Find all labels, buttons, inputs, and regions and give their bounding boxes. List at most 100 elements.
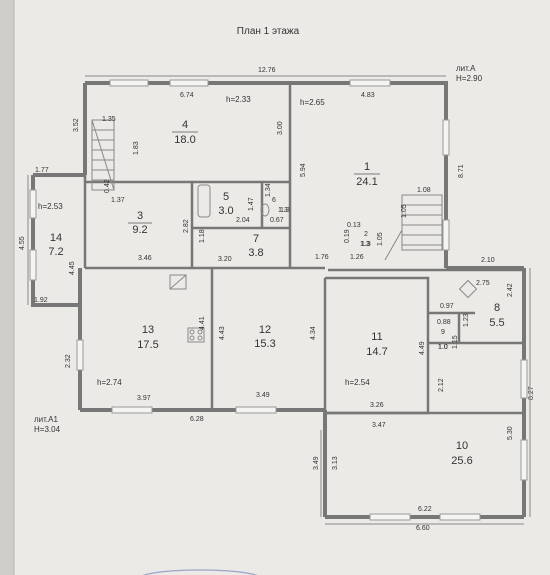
dimension-labels: 12.76 6.74 4.83 3.52 1.35 1.83 3.00 5.94…: [19, 67, 535, 532]
dim-label: 4.55: [19, 236, 26, 250]
room-3-area: 9.2: [132, 224, 147, 236]
stairs-room-1: [384, 194, 443, 261]
room-12-number: 12: [259, 324, 271, 336]
dim-label: 1.35: [102, 116, 116, 123]
room-2-number: 2: [364, 231, 368, 238]
room-4-number: 4: [182, 119, 188, 131]
lit-a-label: лит.А: [456, 64, 476, 73]
dim-label: 3.49: [256, 392, 270, 399]
dim-label: 3.26: [370, 402, 384, 409]
room-9-number: 9: [441, 329, 445, 336]
dim-label: 1.05: [401, 204, 408, 218]
dim-label: 1.92: [34, 297, 48, 304]
windows: [29, 79, 528, 521]
dim-label: 1.34: [265, 183, 272, 197]
room-10-number: 10: [456, 440, 468, 452]
dim-label: 1.37: [111, 197, 125, 204]
plan-title: План 1 этажа: [237, 26, 300, 37]
boiler-room-8: [458, 279, 478, 299]
bathtub: [197, 184, 211, 218]
room-13-height: h=2.74: [97, 378, 122, 387]
dim-label: 4.83: [361, 92, 375, 99]
dim-label: 8.27: [528, 386, 535, 400]
dim-label: 5.30: [507, 426, 514, 440]
dim-label: 1.76: [315, 254, 329, 261]
dim-label: 1.3: [361, 241, 371, 248]
dim-label: 3.97: [137, 395, 151, 402]
dim-label: 3.20: [218, 256, 232, 263]
room-2-area: 1.3: [360, 241, 370, 248]
room-3-number: 3: [137, 210, 143, 222]
room-7-number: 7: [253, 233, 259, 245]
dim-label: 1.3: [280, 207, 290, 214]
dim-label: 3.46: [138, 255, 152, 262]
toilet: [260, 203, 270, 217]
room-14-number: 14: [50, 232, 62, 244]
room-6-area: 1.3: [278, 207, 288, 214]
dim-label: 4.43: [219, 326, 226, 340]
room-11-height: h=2.54: [345, 378, 370, 387]
room-8-number: 8: [494, 302, 500, 314]
dim-label: 0.67: [270, 217, 284, 224]
dim-label: 3.13: [332, 456, 339, 470]
dim-label: 6.60: [416, 525, 430, 532]
dim-label: 6.74: [180, 92, 194, 99]
dim-label: 1.77: [35, 167, 49, 174]
binder-edge: [0, 0, 14, 575]
dim-label: 1.83: [133, 141, 140, 155]
room-14-area: 7.2: [48, 246, 63, 258]
room-5-area: 3.0: [218, 205, 233, 217]
dim-label: 3.49: [313, 456, 320, 470]
dim-label: 8.71: [458, 164, 465, 178]
lit-a-height: H=2.90: [456, 74, 483, 83]
room-4-area: 18.0: [174, 134, 195, 146]
dim-label: 1.0: [438, 344, 448, 351]
room-1-area: 24.1: [356, 176, 377, 188]
dim-label: 2.75: [476, 280, 490, 287]
dim-label: 6.22: [418, 506, 432, 513]
dim-label: 3.52: [73, 118, 80, 132]
room-13-area: 17.5: [137, 339, 158, 351]
room-10-area: 25.6: [451, 455, 472, 467]
dim-label: 4.34: [310, 326, 317, 340]
dim-label: 1.18: [199, 229, 206, 243]
dim-label: 4.45: [69, 261, 76, 275]
dim-label: 0.42: [104, 179, 111, 193]
dim-label: 0.13: [347, 222, 361, 229]
stairs-room-4: [91, 119, 115, 191]
walls: [31, 81, 526, 519]
dim-label: 2.82: [183, 219, 190, 233]
lit-a1-height: H=3.04: [34, 425, 61, 434]
room-6-number: 6: [272, 197, 276, 204]
dim-label: 1.26: [350, 254, 364, 261]
room-8-area: 5.5: [489, 317, 504, 329]
dim-label: 1.15: [452, 335, 459, 349]
dim-label: 2.32: [65, 354, 72, 368]
dim-label: 1.47: [248, 197, 255, 211]
dim-label: 0.19: [344, 229, 351, 243]
room-4-height: h=2.33: [226, 95, 251, 104]
dim-label: 5.94: [300, 163, 307, 177]
dim-label: 1.23: [463, 313, 470, 327]
room-13-number: 13: [142, 324, 154, 336]
room-9-area: 1.0: [438, 344, 448, 351]
dim-label: 1.08: [417, 187, 431, 194]
room-5-number: 5: [223, 191, 229, 203]
dim-label: 6.28: [190, 416, 204, 423]
room-1-height: h=2.65: [300, 98, 325, 107]
room-14-height: h=2.53: [38, 202, 63, 211]
room-1-number: 1: [364, 161, 370, 173]
dim-label: 2.10: [481, 257, 495, 264]
boiler: [169, 274, 187, 290]
dimension-lines: [27, 75, 531, 525]
dim-label: 4.49: [419, 341, 426, 355]
room-12-area: 15.3: [254, 338, 275, 350]
dim-label: 12.76: [258, 67, 276, 74]
room-7-area: 3.8: [248, 247, 263, 259]
dim-label: 1.05: [377, 232, 384, 246]
dim-label: 0.88: [437, 319, 451, 326]
dim-label: 2.04: [236, 217, 250, 224]
dim-label: 3.47: [372, 422, 386, 429]
